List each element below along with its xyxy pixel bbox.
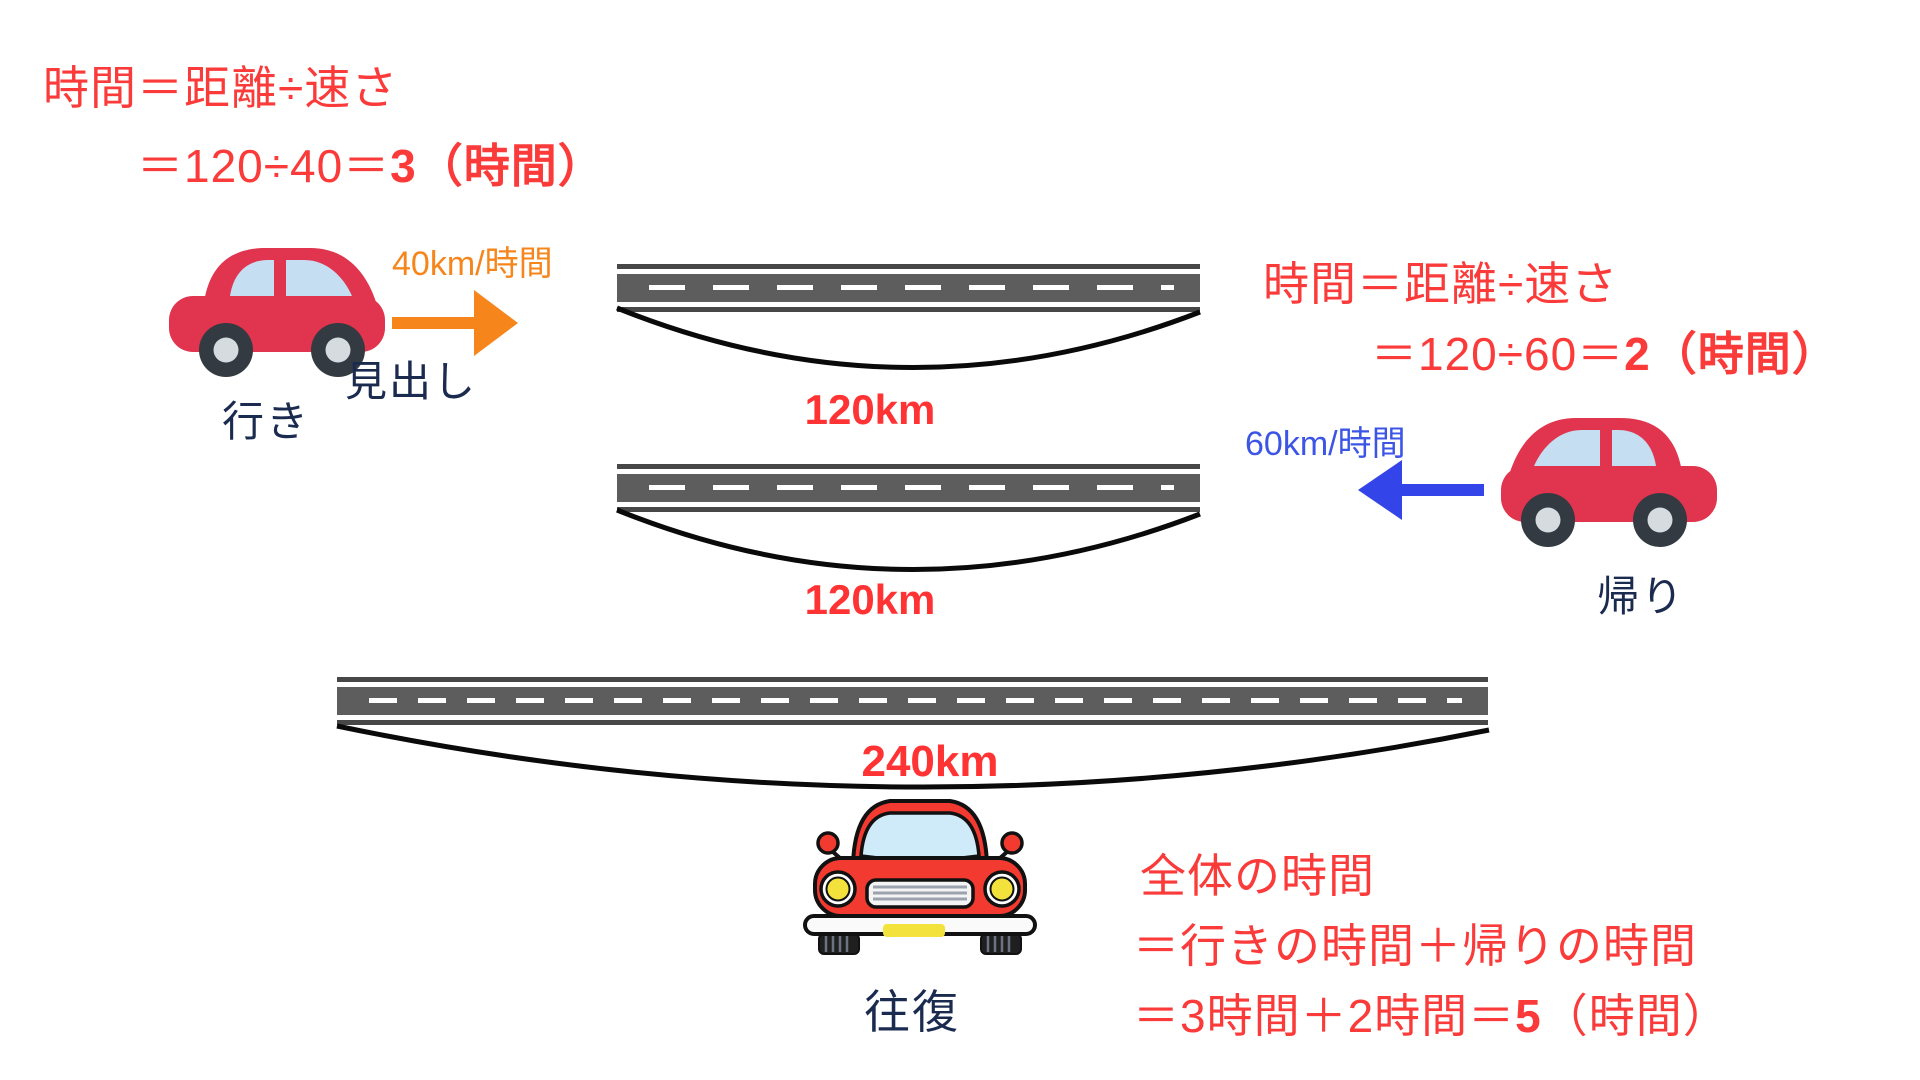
formula-total-line1: 全体の時間 bbox=[1140, 850, 1375, 902]
formula-total-line3: ＝3時間＋2時間＝5（時間） bbox=[1133, 990, 1730, 1042]
formula-go-line2: ＝120÷40＝3（時間） bbox=[137, 140, 605, 192]
distance-arc-round-trip bbox=[336, 723, 1490, 790]
round-trip-label: 往復 bbox=[864, 986, 960, 1038]
road-going bbox=[617, 264, 1200, 312]
formula-go-line1: 時間＝距離÷速さ bbox=[43, 62, 399, 114]
car-going-icon bbox=[169, 248, 385, 377]
formula-return-line1: 時間＝距離÷速さ bbox=[1263, 258, 1619, 310]
car-front-view-icon bbox=[803, 799, 1037, 955]
speed-return-label: 60km/時間 bbox=[1245, 425, 1406, 463]
speed-go-label: 40km/時間 bbox=[392, 245, 553, 283]
car-returning-icon bbox=[1501, 418, 1717, 547]
distance-round-trip-label: 240km bbox=[861, 737, 999, 786]
distance-arc-returning bbox=[616, 507, 1201, 572]
distance-return-label: 120km bbox=[804, 576, 936, 623]
road-round-trip bbox=[337, 677, 1488, 725]
formula-total-line2: ＝行きの時間＋帰りの時間 bbox=[1133, 920, 1697, 972]
return-label: 帰り bbox=[1597, 573, 1686, 620]
distance-go-label: 120km bbox=[804, 386, 936, 433]
formula-return-line2: ＝120÷60＝2（時間） bbox=[1371, 328, 1839, 380]
left-arrow-icon bbox=[1358, 460, 1484, 520]
distance-arc-going bbox=[616, 305, 1201, 370]
road-returning bbox=[617, 464, 1200, 512]
heading-label: 見出し bbox=[345, 358, 478, 405]
go-label: 行き bbox=[222, 398, 311, 445]
right-arrow-icon bbox=[392, 290, 518, 356]
